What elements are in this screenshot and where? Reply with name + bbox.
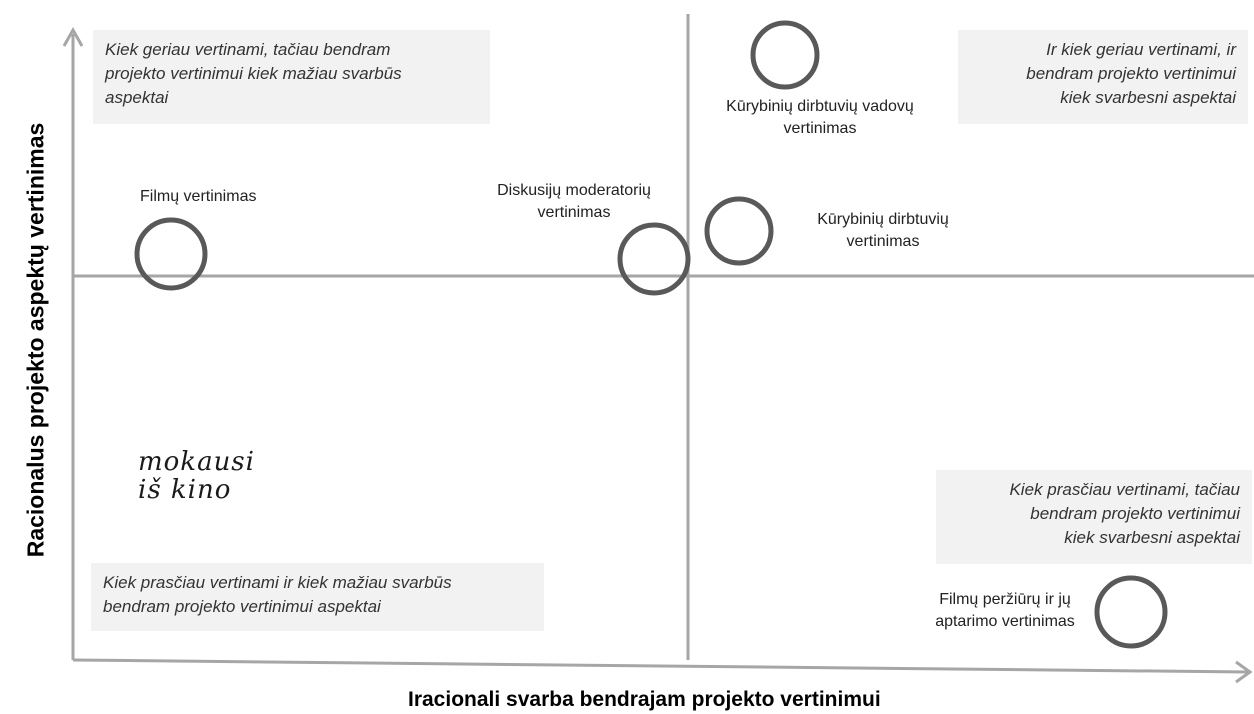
label-kurybiniu-dirbtuviu-vadovu: Kūrybinių dirbtuvių vadovų vertinimas: [726, 98, 914, 137]
circle-filmu-vertinimas: [134, 217, 208, 291]
x-axis-label: Iracionali svarba bendrajam projekto ver…: [408, 688, 881, 711]
label-diskusiju-moderatoriu: Diskusijų moderatorių vertinimas: [497, 182, 651, 221]
circle-kurybiniu-dirbtuviu: [704, 196, 774, 266]
y-axis-label: Racionalus projekto aspektų vertinimas: [22, 122, 49, 558]
x-axis: [72, 658, 1249, 674]
quadrant-bottom-right-description: Kiek prasčiau vertinami, tačiau bendram …: [936, 470, 1252, 564]
label-kurybiniu-dirbtuviu: Kūrybinių dirbtuvių vertinimas: [817, 211, 949, 250]
label-filmu-perziuru: Filmų peržiūrų ir jų aptarimo vertinimas: [935, 591, 1075, 630]
circle-kurybiniu-dirbtuviu-vadovu: [750, 20, 820, 90]
label-filmu-vertinimas: Filmų vertinimas: [140, 188, 257, 205]
quadrant-bottom-left-description: Kiek prasčiau vertinami ir kiek mažiau s…: [91, 563, 544, 631]
quadrant-top-left-description: Kiek geriau vertinami, tačiau bendram pr…: [93, 30, 490, 124]
quadrant-top-right-description: Ir kiek geriau vertinami, ir bendram pro…: [958, 30, 1248, 124]
y-axis-arrow: [62, 26, 84, 47]
mokausi-is-kino-logo: mokausi iš kino: [138, 447, 255, 505]
x-axis-arrow: [1235, 660, 1253, 684]
circle-diskusiju-moderatoriu: [617, 222, 691, 296]
circle-filmu-perziuru: [1094, 575, 1168, 649]
